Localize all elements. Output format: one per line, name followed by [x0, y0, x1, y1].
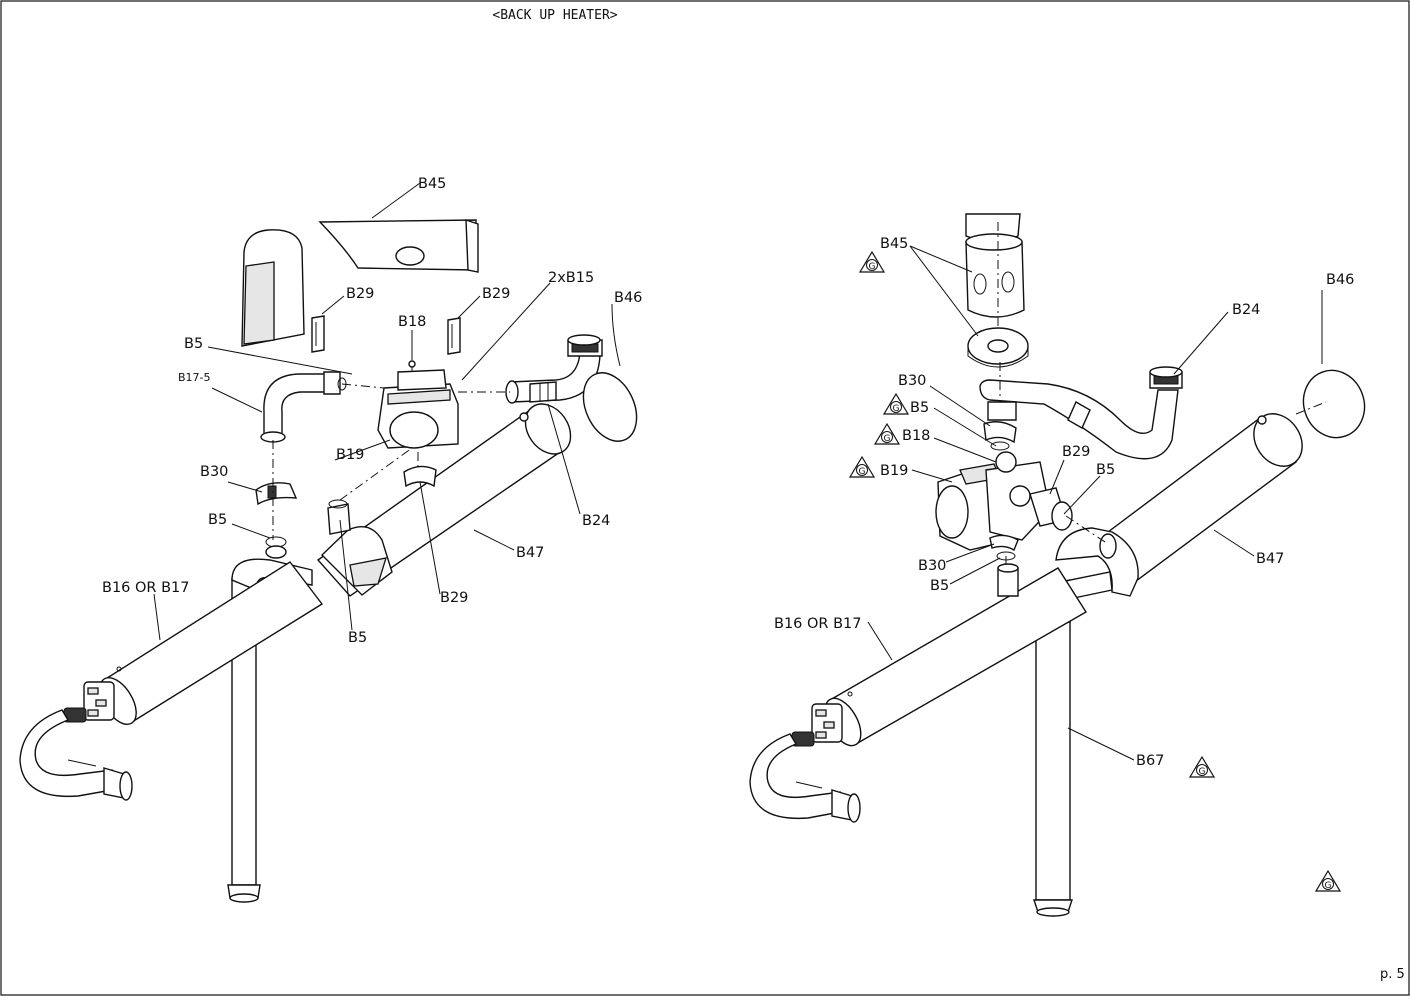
svg-text:G: G [859, 467, 866, 477]
label-b24: B24 [582, 513, 610, 529]
right-assembly-view: B45 B46 B24 B30 B5 B18 B29 B19 B5 B30 B5… [749, 213, 1366, 917]
label-b24: B24 [1232, 302, 1260, 318]
label-b17-5: B17-5 [178, 371, 211, 384]
label-b16-or-b17: B16 OR B17 [774, 616, 862, 632]
g-triangle-icon: G [1314, 869, 1342, 892]
right-tube-b47 [1055, 413, 1303, 597]
left-heater-tube-b16 [19, 561, 324, 801]
right-outlet-pipe-b24 [979, 366, 1183, 460]
label-b19: B19 [880, 463, 908, 479]
right-insulation-b45 [965, 213, 1029, 368]
left-insulation-shells-b45 [241, 219, 479, 347]
label-b47: B47 [516, 545, 544, 561]
label-b5: B5 [930, 578, 949, 594]
page-title: <BACK UP HEATER> [492, 8, 617, 23]
label-b46: B46 [614, 290, 642, 306]
g-triangle-icon: G [873, 422, 901, 445]
label-b5: B5 [184, 336, 203, 352]
label-b29: B29 [346, 286, 374, 302]
label-b30: B30 [898, 373, 926, 389]
left-clip-b29-lower [403, 465, 437, 488]
left-leaders [153, 182, 621, 641]
label-b16-or-b17: B16 OR B17 [102, 580, 190, 596]
left-clips-b29 [311, 315, 461, 355]
g-triangle-icon: G [1188, 755, 1216, 778]
label-b30: B30 [918, 558, 946, 574]
label-b5: B5 [208, 512, 227, 528]
svg-text:G: G [869, 262, 876, 272]
right-leaders [867, 245, 1323, 761]
label-b18: B18 [902, 428, 930, 444]
left-tube-b47 [316, 403, 572, 597]
label-b29: B29 [440, 590, 468, 606]
left-clip-b30 [255, 482, 298, 506]
label-b47: B47 [1256, 551, 1284, 567]
label-b15: 2xB15 [548, 270, 594, 286]
right-clip-b30 [983, 421, 1017, 444]
left-assembly-view: B45 B29 B29 B18 2xB15 B46 B5 B17-5 B19 B… [19, 176, 642, 903]
right-end-cap-b46 [1302, 369, 1366, 439]
label-b19: B19 [336, 447, 364, 463]
svg-text:G: G [1325, 881, 1332, 891]
label-b29: B29 [1062, 444, 1090, 460]
right-pump-b19 [935, 451, 1073, 551]
label-b45: B45 [418, 176, 446, 192]
label-b46: B46 [1326, 272, 1354, 288]
label-b5: B5 [348, 630, 367, 646]
left-end-cap-b46 [582, 372, 638, 442]
right-centerlines [997, 222, 1327, 566]
right-fitting [987, 401, 1017, 421]
svg-text:G: G [884, 434, 891, 444]
label-b29: B29 [482, 286, 510, 302]
left-outlet-pipe [505, 334, 603, 404]
right-heater-tube-b16 [749, 567, 1087, 823]
svg-text:G: G [893, 404, 900, 414]
label-b45: B45 [880, 236, 908, 252]
g-triangle-icon: G [858, 250, 886, 273]
left-centerlines [272, 383, 510, 540]
label-b5: B5 [910, 400, 929, 416]
left-pump-b19 [377, 360, 459, 449]
label-b67: B67 [1136, 753, 1164, 769]
label-b30: B30 [200, 464, 228, 480]
label-b18: B18 [398, 314, 426, 330]
label-b5: B5 [1096, 462, 1115, 478]
svg-text:G: G [1199, 767, 1206, 777]
g-triangle-icon: G [882, 392, 910, 415]
g-triangle-icon: G [848, 455, 876, 478]
page-number: p. 5 [1380, 967, 1405, 982]
left-elbow-b17-5 [260, 371, 347, 443]
